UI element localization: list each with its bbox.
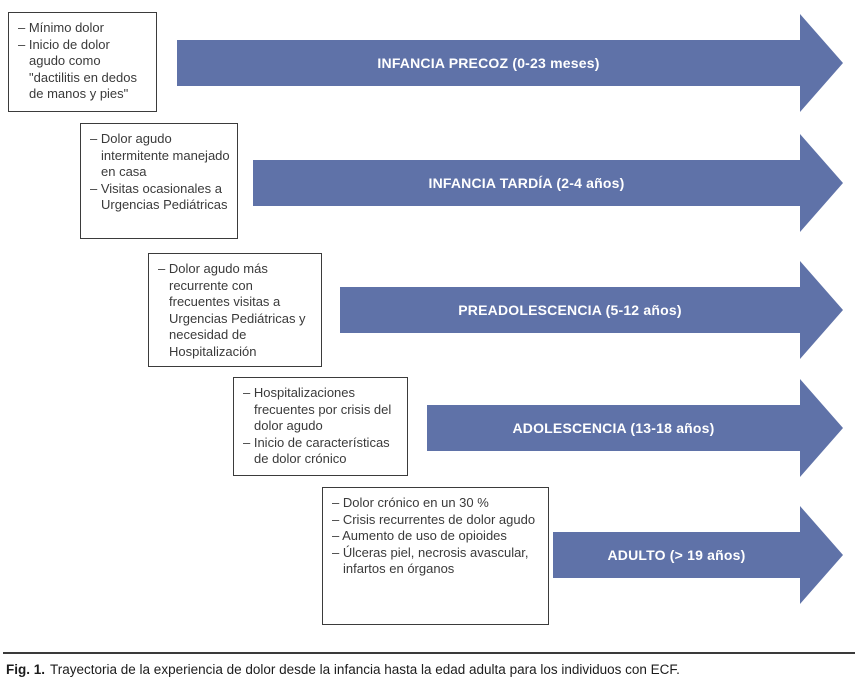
stage-arrow-label: PREADOLESCENCIA (5-12 años): [458, 302, 682, 318]
note-bullet: – Dolor crónico en un 30 %: [332, 495, 489, 510]
stage-arrow-label: INFANCIA PRECOZ (0-23 meses): [377, 55, 600, 71]
caption-rule: [3, 652, 855, 654]
caption-text: Trayectoria de la experiencia de dolor d…: [50, 662, 680, 677]
stage-arrow-label: ADULTO (> 19 años): [607, 547, 746, 563]
note-bullet: – Aumento de uso de opioides: [332, 528, 507, 543]
stage-note-box-preadolescencia: – Dolor agudo más recurrente con frecuen…: [148, 253, 322, 367]
right-arrow-icon: [177, 14, 843, 112]
note-bullet: – Inicio de características de dolor cró…: [243, 434, 390, 467]
stage-arrow-infancia-precoz: INFANCIA PRECOZ (0-23 meses): [177, 13, 845, 113]
stage-arrow-preadolescencia: PREADOLESCENCIA (5-12 años): [340, 260, 845, 360]
note-bullet: – Inicio de dolor agudo como "dactilitis…: [18, 36, 137, 102]
note-bullet: – Mínimo dolor: [18, 20, 104, 35]
stage-note-box-adolescencia: – Hospitalizaciones frecuentes por crisi…: [233, 377, 408, 476]
stage-arrow-adulto: ADULTO (> 19 años): [553, 505, 845, 605]
right-arrow-icon: [340, 261, 843, 359]
right-arrow-icon: [427, 379, 843, 477]
stage-arrow-infancia-tardia: INFANCIA TARDÍA (2-4 años): [253, 133, 845, 233]
note-bullet: – Visitas ocasionales a Urgencias Pediát…: [90, 180, 228, 213]
stage-arrow-adolescencia: ADOLESCENCIA (13-18 años): [427, 378, 845, 478]
stage-note-box-infancia-precoz: – Mínimo dolor – Inicio de dolor agudo c…: [8, 12, 157, 112]
caption-label: Fig. 1.: [6, 662, 46, 677]
stage-note-box-infancia-tardia: – Dolor agudo intermitente manejado en c…: [80, 123, 238, 239]
note-bullet: – Dolor agudo más recurrente con frecuen…: [158, 261, 306, 359]
stage-arrow-label: INFANCIA TARDÍA (2-4 años): [428, 175, 625, 191]
note-bullet: – Hospitalizaciones frecuentes por crisi…: [243, 385, 392, 433]
stage-note-box-adulto: – Dolor crónico en un 30 % – Crisis recu…: [322, 487, 549, 625]
right-arrow-icon: [553, 506, 843, 604]
note-bullet: – Úlceras piel, necrosis avascular, infa…: [332, 544, 529, 577]
note-bullet: – Dolor agudo intermitente manejado en c…: [90, 131, 230, 179]
right-arrow-icon: [253, 134, 843, 232]
figure-caption: Fig. 1. Trayectoria de la experiencia de …: [6, 661, 852, 678]
note-bullet: – Crisis recurrentes de dolor agudo: [332, 511, 536, 527]
stage-arrow-label: ADOLESCENCIA (13-18 años): [512, 420, 715, 436]
